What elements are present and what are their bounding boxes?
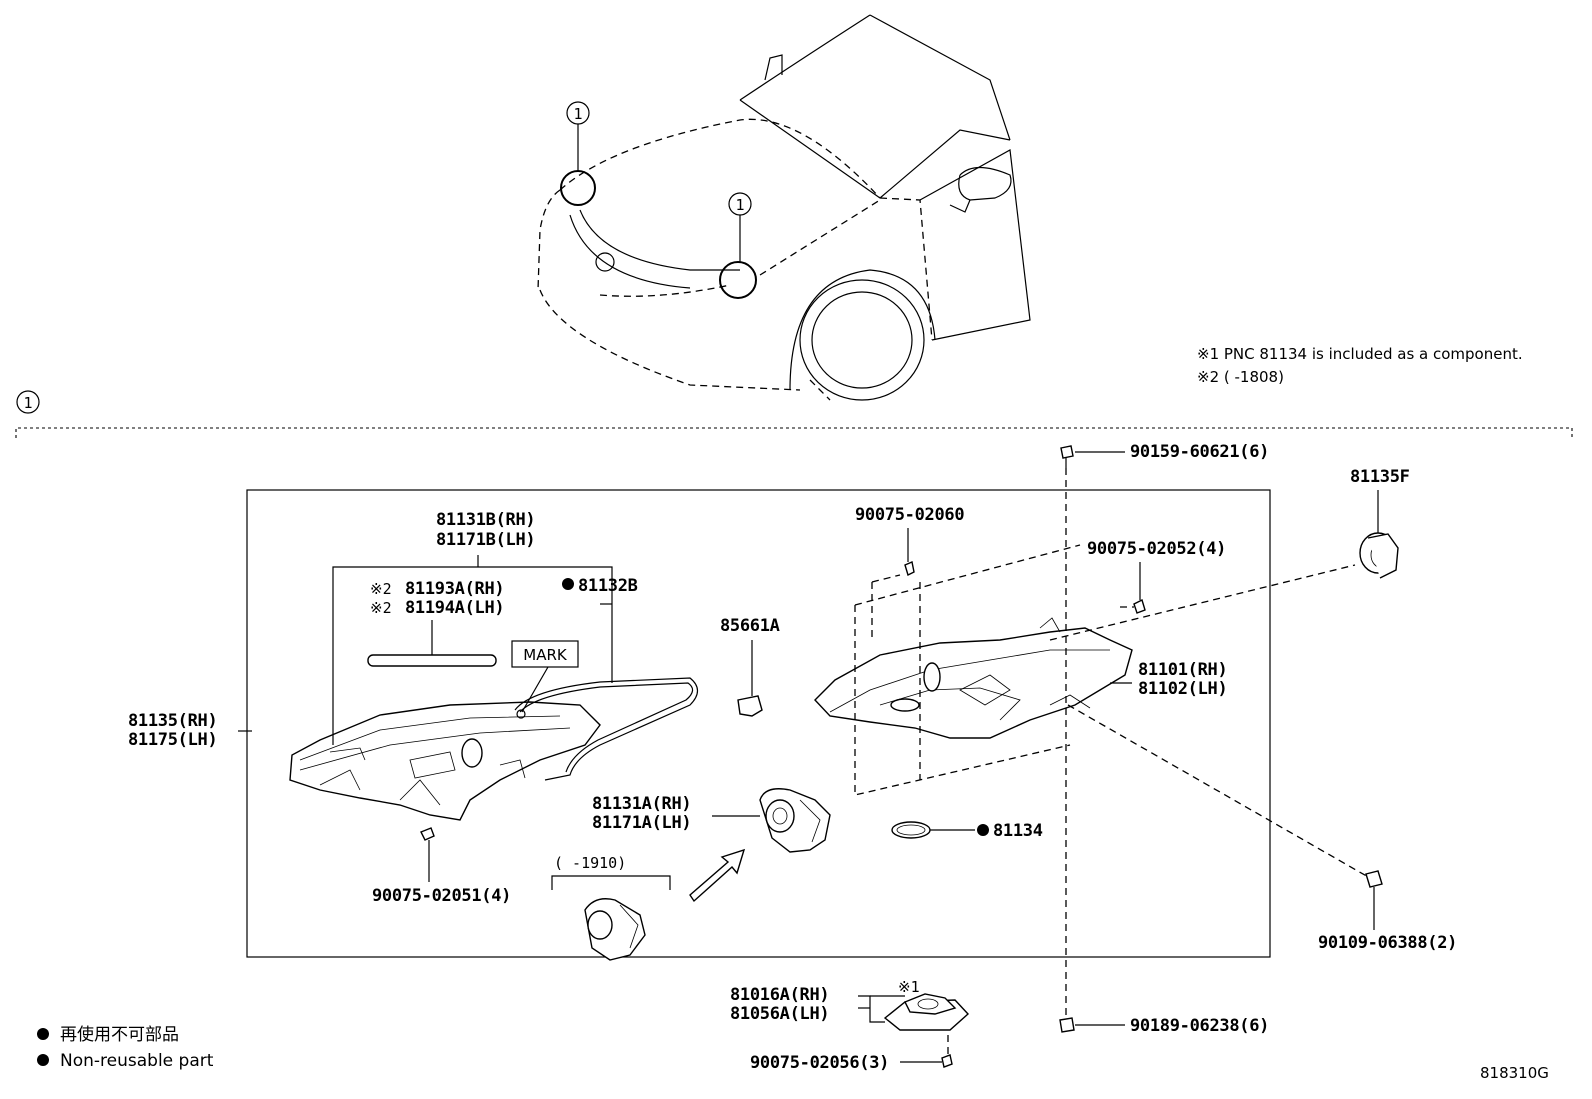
section-bracket [15, 427, 1573, 438]
label-81175-lh: 81175(LH) [128, 730, 217, 750]
section-callout-1 [16, 390, 40, 414]
assembly-box [246, 489, 1271, 958]
screw-90075-02052 [1133, 599, 1146, 614]
mark-label: MARK [523, 646, 568, 664]
label-81131B: 81131B(RH) [436, 510, 535, 530]
note-date-range: ※2 ( -1808) [1197, 368, 1284, 386]
screw-90159-60621 [1060, 445, 1074, 459]
label-81016A: 81016A(RH) [730, 985, 829, 1005]
oring-81134 [891, 821, 931, 839]
label-90075-02052: 90075-02052(4) [1087, 539, 1226, 559]
label-81101: 81101(RH) [1138, 660, 1227, 680]
label-81194A: 81194A(LH) [405, 598, 504, 618]
replacement-arrow [689, 848, 746, 903]
figure-id: 818310G [1480, 1064, 1549, 1082]
projector-81131A [759, 788, 831, 853]
legend-dot-jp [37, 1028, 49, 1040]
cap-81135F [1359, 532, 1399, 579]
callout-1-top-left [566, 101, 590, 125]
clip-85661A [737, 695, 763, 717]
non-reusable-dot [562, 578, 574, 590]
label-81135F: 81135F [1350, 467, 1410, 487]
ref-2-b: ※2 [370, 599, 392, 617]
label-90109-06388: 90109-06388(2) [1318, 933, 1457, 953]
non-reusable-dot [977, 824, 989, 836]
screw-90075-02060 [904, 561, 915, 576]
label-90075-02060: 90075-02060 [855, 505, 964, 525]
projector-old [584, 898, 646, 961]
callout-1-top-center [728, 192, 752, 216]
label-90075-02056: 90075-02056(3) [750, 1053, 889, 1073]
headlamp-assembly [289, 701, 601, 821]
label-81056A: 81056A(LH) [730, 1004, 829, 1024]
label-81131A: 81131A(RH) [592, 794, 691, 814]
screw-90075-02056 [941, 1054, 953, 1068]
note-pnc-81134: ※1 PNC 81134 is included as a component. [1197, 345, 1523, 363]
gasket-81132B [514, 677, 699, 781]
label-81134: 81134 [993, 821, 1043, 841]
legend-jp: 再使用不可部品 [60, 1024, 179, 1045]
car-overview: 1 1 [537, 14, 1031, 401]
section-callout-text: 1 [23, 394, 32, 412]
label-81102: 81102(LH) [1138, 679, 1227, 699]
label-90189-06238: 90189-06238(6) [1130, 1016, 1269, 1036]
label-90075-02051: 90075-02051(4) [372, 886, 511, 906]
label-81132B: 81132B [578, 576, 638, 596]
screw-90075-02051 [420, 827, 435, 841]
label-81171B: 81171B(LH) [436, 530, 535, 550]
legend-dot-en [37, 1054, 49, 1066]
callout-1-text: 1 [573, 105, 582, 123]
mark-box [511, 640, 579, 668]
label-81193A: 81193A(RH) [405, 579, 504, 599]
callout-1-text: 1 [735, 196, 744, 214]
ref-2-a: ※2 [370, 580, 392, 598]
label-81171A: 81171A(LH) [592, 813, 691, 833]
label-1910: ( -1910) [554, 854, 626, 872]
label-90159-60621: 90159-60621(6) [1130, 442, 1269, 462]
legend-en: Non-reusable part [60, 1051, 214, 1071]
cover-strip [367, 654, 497, 667]
label-81135-rh: 81135(RH) [128, 711, 217, 731]
housing-81101 [814, 617, 1133, 739]
ref-1: ※1 [898, 978, 920, 996]
screw-90109-06388 [1365, 870, 1383, 888]
ballast-81016A [883, 993, 969, 1031]
label-85661A: 85661A [720, 616, 780, 636]
screw-90189-06238 [1059, 1017, 1075, 1033]
